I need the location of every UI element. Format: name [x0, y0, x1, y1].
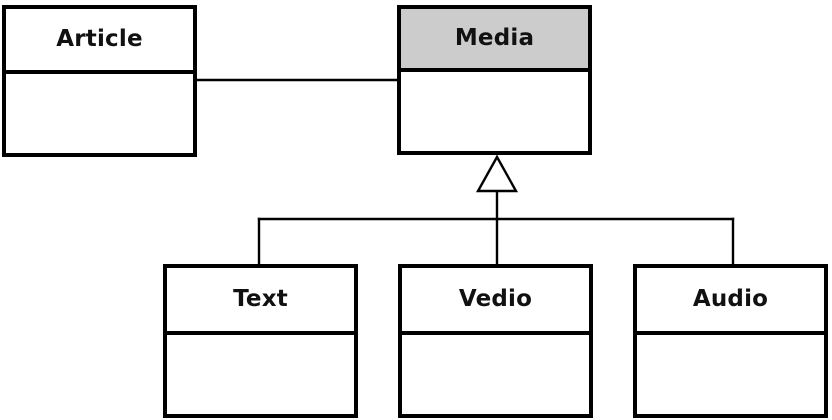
class-attributes-article[interactable]: [6, 74, 193, 153]
class-name-article: Article: [6, 9, 193, 74]
class-box-text[interactable]: Text: [163, 264, 358, 418]
class-name-media: Media: [401, 9, 588, 72]
class-attributes-media[interactable]: [401, 72, 588, 151]
class-name-audio: Audio: [637, 268, 824, 335]
class-name-text: Text: [167, 268, 354, 335]
class-box-media[interactable]: Media: [397, 5, 592, 155]
class-box-article[interactable]: Article: [2, 5, 197, 157]
class-attributes-text[interactable]: [167, 335, 354, 414]
class-box-vedio[interactable]: Vedio: [398, 264, 593, 418]
class-attributes-vedio[interactable]: [402, 335, 589, 414]
generalization-media-children[interactable]: [257, 154, 735, 266]
class-name-vedio: Vedio: [402, 268, 589, 335]
class-box-audio[interactable]: Audio: [633, 264, 828, 418]
generalization-hollow-triangle-icon: [475, 154, 519, 193]
class-attributes-audio[interactable]: [637, 335, 824, 414]
